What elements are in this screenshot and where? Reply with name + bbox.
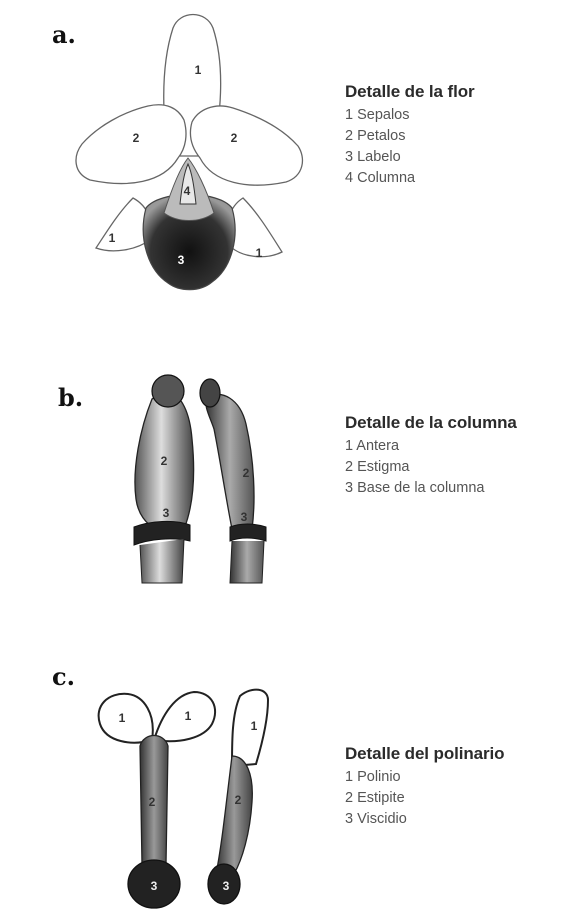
caption-title: Detalle de la flor: [345, 82, 475, 102]
label-base-right: 3: [241, 510, 248, 524]
panel-letter: c.: [52, 662, 75, 691]
label-side-pollinium: 1: [251, 719, 258, 733]
right-column-base-ring: [230, 524, 266, 541]
flower-caption: Detalle de la flor 1 Sepalos 2 Petalos 3…: [345, 82, 475, 189]
flower-illustration: 1 2 2 1 1 3 4: [68, 8, 308, 298]
caption-item: 3 Viscidio: [345, 809, 504, 830]
panel-pollinarium-detail: c. 1 1 1 2 2 3: [0, 640, 574, 916]
panel-flower-detail: a. 1 2 2: [0, 0, 574, 320]
label-pollinium-right: 1: [185, 709, 192, 723]
caption-item: 3 Base de la columna: [345, 478, 517, 499]
label-base-left: 3: [163, 506, 170, 520]
panel-column-detail: b.: [0, 355, 574, 605]
caption-item: 2 Estipite: [345, 788, 504, 809]
pollinarium-illustration: 1 1 1 2 2 3 3: [92, 684, 282, 916]
panel-letter: b.: [58, 383, 83, 412]
label-stigma-left: 2: [161, 454, 168, 468]
left-column-stem: [140, 539, 184, 583]
label-labellum: 3: [178, 253, 185, 267]
column-illustration: 2 2 3 3: [122, 369, 282, 589]
label-sepal-right: 1: [256, 246, 263, 260]
caption-item: 1 Polinio: [345, 767, 504, 788]
label-sepal-left: 1: [109, 231, 116, 245]
pollinarium-caption: Detalle del polinario 1 Polinio 2 Estipi…: [345, 744, 504, 830]
caption-title: Detalle de la columna: [345, 413, 517, 433]
caption-title: Detalle del polinario: [345, 744, 504, 764]
label-viscidium: 3: [151, 879, 158, 893]
left-petal: [76, 105, 186, 184]
side-stipe: [216, 756, 252, 874]
caption-item: 1 Sepalos: [345, 105, 475, 126]
label-stipe: 2: [149, 795, 156, 809]
caption-item: 2 Petalos: [345, 126, 475, 147]
caption-item: 2 Estigma: [345, 457, 517, 478]
label-side-viscidium: 3: [223, 879, 230, 893]
column-caption: Detalle de la columna 1 Antera 2 Estigma…: [345, 413, 517, 499]
label-petal-right: 2: [231, 131, 238, 145]
label-side-stipe: 2: [235, 793, 242, 807]
caption-item: 3 Labelo: [345, 147, 475, 168]
label-stigma-right: 2: [243, 466, 250, 480]
label-pollinium-left: 1: [119, 711, 126, 725]
caption-item: 4 Columna: [345, 168, 475, 189]
right-column-body: [206, 394, 254, 529]
right-anther: [200, 379, 220, 407]
left-anther: [152, 375, 184, 407]
right-column-stem: [230, 541, 264, 583]
caption-item: 1 Antera: [345, 436, 517, 457]
label-column: 4: [184, 184, 191, 198]
right-petal: [190, 106, 302, 185]
pollinium-left: [99, 694, 153, 743]
label-sepal-top: 1: [195, 63, 202, 77]
label-petal-left: 2: [133, 131, 140, 145]
